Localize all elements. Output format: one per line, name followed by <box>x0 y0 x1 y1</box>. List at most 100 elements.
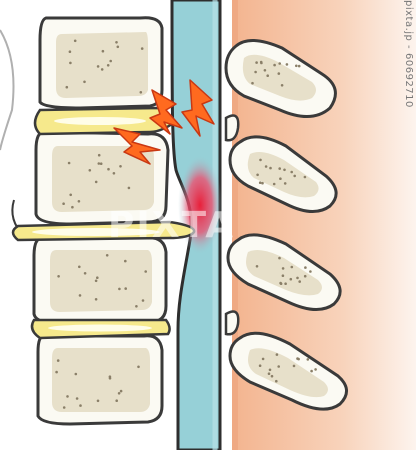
texture-dot <box>303 274 307 278</box>
texture-dot <box>254 70 257 74</box>
texture-dot <box>83 80 86 84</box>
texture-dot <box>78 294 82 297</box>
texture-dot <box>116 45 120 49</box>
texture-dot <box>270 374 274 378</box>
texture-dot <box>141 299 145 302</box>
texture-dot <box>259 60 263 64</box>
texture-dot <box>69 193 72 197</box>
vertebral-body <box>38 16 164 110</box>
texture-dot <box>256 173 259 177</box>
texture-dot <box>277 365 281 368</box>
texture-dot <box>273 63 276 67</box>
texture-dot <box>258 364 262 368</box>
texture-dot <box>124 287 127 290</box>
texture-dot <box>281 267 285 270</box>
texture-dot <box>97 162 101 165</box>
texture-dot <box>109 59 112 63</box>
herniated-disc <box>11 220 196 242</box>
vertebral-body <box>32 236 168 326</box>
texture-dot <box>268 368 272 372</box>
texture-dot <box>74 372 78 376</box>
texture-dot <box>118 287 121 291</box>
spinous-process <box>226 233 342 311</box>
texture-dot <box>75 397 79 400</box>
texture-dot <box>135 305 138 308</box>
texture-dot <box>73 39 77 43</box>
texture-dot <box>255 61 258 64</box>
texture-dot <box>97 153 101 157</box>
texture-dot <box>290 170 294 174</box>
texture-dot <box>251 81 254 85</box>
texture-dot <box>310 369 313 373</box>
texture-dot <box>283 182 287 185</box>
texture-dot <box>258 181 262 184</box>
lightning-bolt-icon <box>181 79 215 137</box>
texture-dot <box>94 279 98 283</box>
texture-dot <box>144 270 147 273</box>
spinous-process <box>228 331 348 411</box>
texture-dot <box>56 359 60 362</box>
vertebral-body <box>36 334 164 426</box>
texture-dot <box>79 404 82 407</box>
intervertebral-disc <box>33 106 174 136</box>
texture-dot <box>275 353 279 356</box>
texture-dot <box>309 270 312 273</box>
texture-dot <box>96 276 99 280</box>
texture-dot <box>62 202 65 205</box>
texture-dot <box>83 272 87 275</box>
texture-dot <box>124 259 127 263</box>
texture-dot <box>303 175 307 179</box>
texture-dot <box>127 186 131 190</box>
texture-dot <box>115 41 118 44</box>
texture-dot <box>94 180 98 184</box>
texture-dot <box>278 167 282 170</box>
texture-dot <box>264 165 268 168</box>
texture-dot <box>266 74 270 77</box>
texture-dot <box>298 280 302 283</box>
texture-dot <box>279 177 282 180</box>
texture-dot <box>293 174 297 178</box>
texture-dot <box>88 169 92 172</box>
texture-dot <box>263 69 267 72</box>
texture-dot <box>296 276 299 280</box>
texture-dot <box>65 85 69 89</box>
texture-dot <box>314 368 317 371</box>
texture-dot <box>78 265 81 269</box>
texture-dot <box>259 158 262 162</box>
texture-dot <box>281 274 285 278</box>
intervertebral-disc <box>30 318 171 340</box>
spinous-process <box>224 39 337 118</box>
texture-dot <box>69 61 72 65</box>
lightning-bolt-icon <box>149 89 183 135</box>
texture-dot <box>119 389 123 393</box>
texture-dot <box>275 379 278 383</box>
texture-dot <box>55 370 58 374</box>
texture-dot <box>66 395 69 398</box>
lightning-bolt-icon <box>113 127 161 165</box>
texture-dot <box>96 399 100 403</box>
texture-dot <box>272 182 276 186</box>
texture-dot <box>68 50 72 53</box>
texture-dot <box>267 372 271 376</box>
texture-dot <box>280 84 284 87</box>
texture-dot <box>279 282 283 286</box>
texture-dot <box>57 275 60 278</box>
texture-dot <box>101 49 105 53</box>
texture-dot <box>139 91 143 94</box>
texture-dot <box>71 205 74 209</box>
texture-dot <box>295 64 298 68</box>
texture-dot <box>290 265 294 269</box>
texture-dot <box>261 357 265 361</box>
texture-dot <box>292 364 296 368</box>
texture-dot <box>278 62 282 65</box>
texture-dot <box>255 265 259 268</box>
watermark-side: pixta.jp - 60692710 <box>403 0 414 108</box>
texture-dot <box>278 256 281 260</box>
texture-dot <box>284 282 287 286</box>
texture-dot <box>112 172 116 175</box>
texture-dot <box>94 298 98 301</box>
texture-dot <box>119 165 122 168</box>
texture-dot <box>297 357 300 361</box>
texture-dot <box>96 65 100 68</box>
